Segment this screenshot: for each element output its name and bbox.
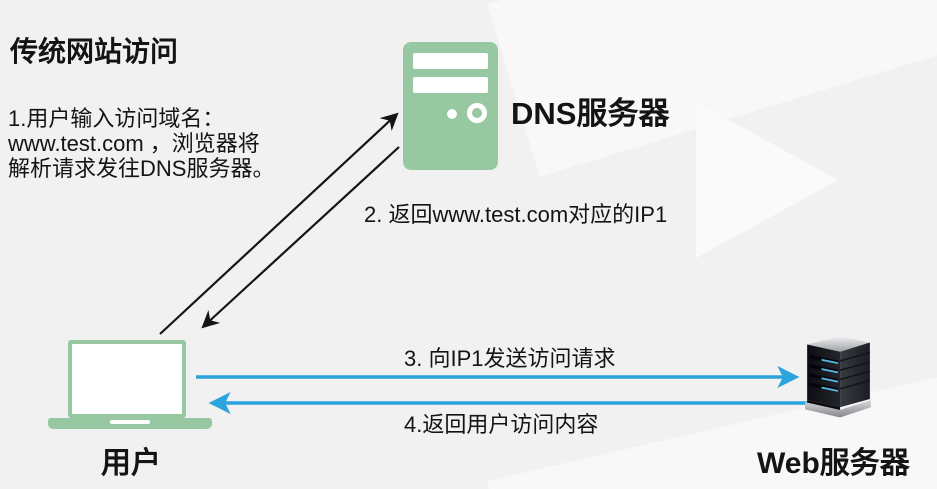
step1-description: 1.用户输入访问域名： www.test.com ，浏览器将 解析请求发往DNS… <box>8 106 274 181</box>
laptop-icon <box>68 340 186 418</box>
step1-line2: www.test.com ，浏览器将 <box>8 131 260 156</box>
step1-line3: 解析请求发往DNS服务器。 <box>8 156 275 181</box>
dns-server-drive-bay <box>413 77 488 93</box>
step4-label: 4.返回用户访问内容 <box>404 412 599 437</box>
web-server-icon <box>805 336 871 418</box>
dns-server-icon <box>403 42 498 170</box>
step1-line1: 1.用户输入访问域名： <box>8 106 225 131</box>
step2-label: 2. 返回www.test.com对应的IP1 <box>364 202 668 227</box>
laptop-base <box>48 418 212 429</box>
dns-server-label: DNS服务器 <box>511 96 670 131</box>
page-title: 传统网站访问 <box>10 36 179 67</box>
web-server-label: Web服务器 <box>757 447 910 480</box>
user-label: 用户 <box>101 447 161 480</box>
laptop-notch <box>110 420 150 424</box>
background-triangle-shape <box>696 102 838 258</box>
dns-server-button-dot <box>447 109 457 119</box>
dns-server-drive-bay <box>413 53 488 69</box>
step3-label: 3. 向IP1发送访问请求 <box>404 346 616 371</box>
dns-server-power-ring <box>467 103 487 123</box>
